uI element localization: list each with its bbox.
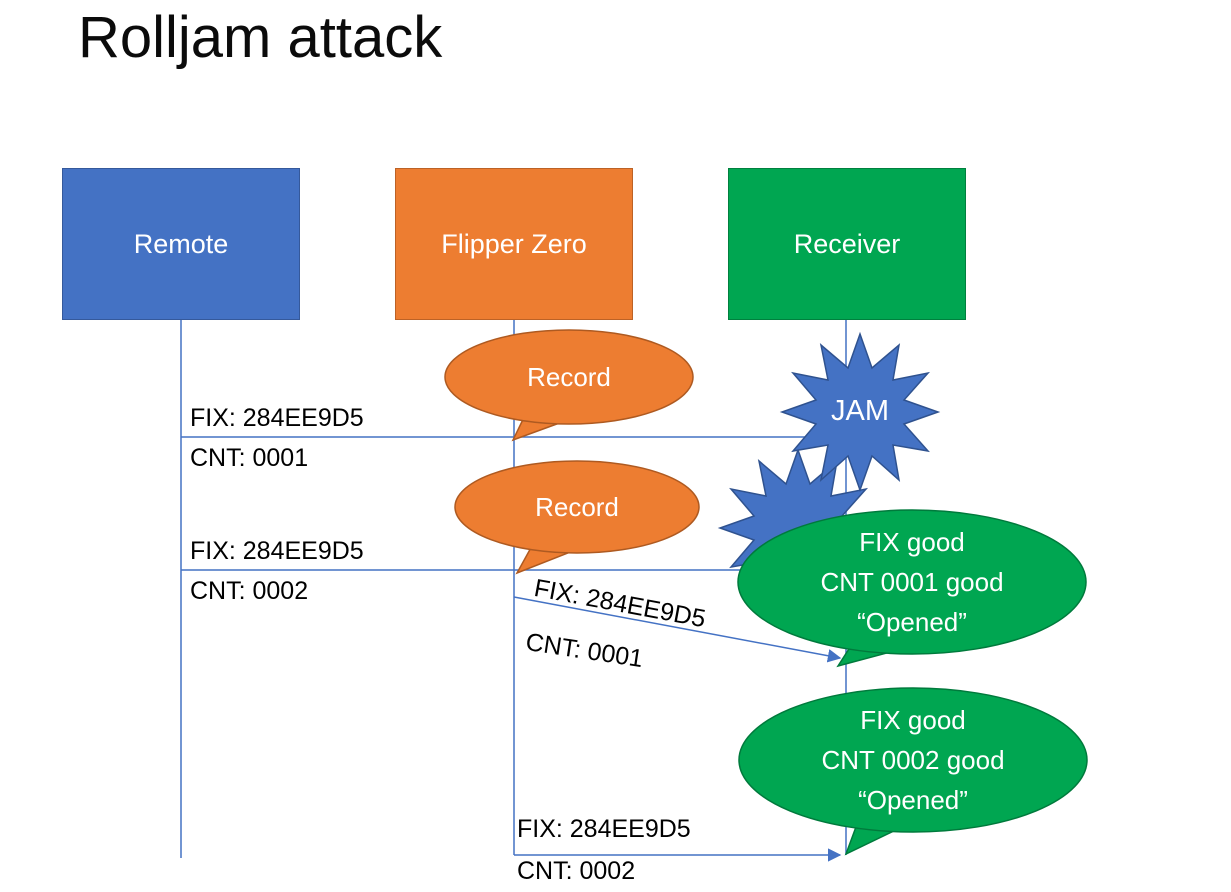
message4-fix-label: FIX: 284EE9D5: [517, 815, 691, 843]
actor-label-remote: Remote: [133, 228, 229, 259]
record-callout-1: [444, 329, 694, 442]
message4-cnt-label: CNT: 0002: [517, 857, 636, 885]
actor-label-receiver: Receiver: [793, 228, 901, 259]
actor-box-receiver: Receiver: [728, 168, 966, 320]
opened2-line1: FIX good: [860, 705, 966, 735]
actor-box-remote: Remote: [62, 168, 300, 320]
opened2-text: FIX good CNT 0002 good “Opened”: [763, 700, 1063, 820]
opened-callout-1: [737, 509, 1087, 668]
message2-fix-label: FIX: 284EE9D5: [190, 537, 364, 565]
opened1-line2: CNT 0001 good: [820, 567, 1004, 597]
opened1-text: FIX good CNT 0001 good “Opened”: [762, 522, 1062, 642]
jam-star-1: [779, 331, 941, 493]
opened-callout-2: [738, 687, 1088, 856]
actor-box-flipper-zero: Flipper Zero: [395, 168, 633, 320]
opened1-line3: “Opened”: [857, 607, 967, 637]
message-line-3: [513, 596, 842, 663]
record1-label: Record: [527, 362, 611, 392]
slide-title: Rolljam attack: [78, 5, 443, 70]
opened2-line3: “Opened”: [858, 785, 968, 815]
opened1-line1: FIX good: [859, 527, 965, 557]
opened2-line2: CNT 0002 good: [821, 745, 1005, 775]
message1-cnt-label: CNT: 0001: [190, 444, 309, 472]
record-callout-2: [454, 460, 700, 575]
actor-label-flipper-zero: Flipper Zero: [441, 228, 587, 259]
record2-label: Record: [535, 492, 619, 522]
message1-fix-label: FIX: 284EE9D5: [190, 404, 364, 432]
jam-label: JAM: [831, 395, 889, 427]
message2-cnt-label: CNT: 0002: [190, 577, 309, 605]
